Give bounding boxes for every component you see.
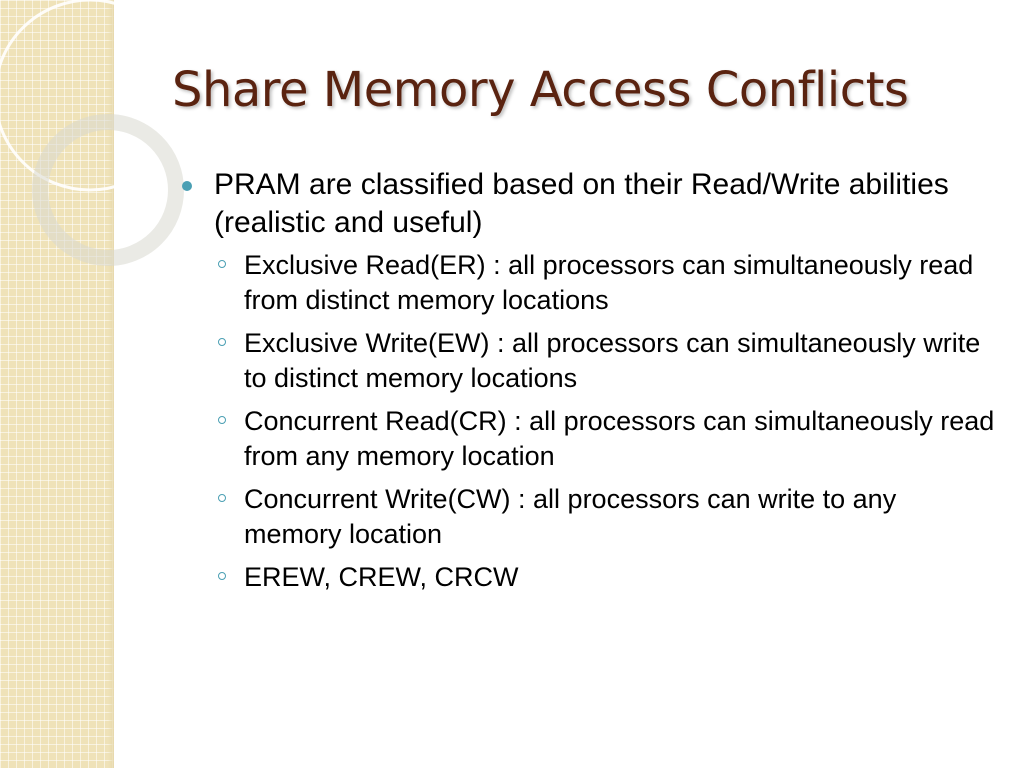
ring-bullet-icon	[218, 494, 226, 502]
sub-bullet-item: Concurrent Read(CR) : all processors can…	[180, 404, 1000, 474]
sub-bullet-text: EREW, CREW, CRCW	[244, 562, 519, 592]
sub-bullet-text: Concurrent Read(CR) : all processors can…	[244, 406, 995, 471]
ring-bullet-icon	[218, 338, 226, 346]
bullet-list: PRAM are classified based on their Read/…	[180, 166, 1000, 603]
sub-bullet-text: Exclusive Read(ER) : all processors can …	[244, 250, 974, 315]
sub-bullet-item: EREW, CREW, CRCW	[180, 560, 1000, 595]
slide-title: Share Memory Access Conflicts	[172, 62, 909, 118]
ring-bullet-icon	[218, 572, 226, 580]
ring-bullet-icon	[218, 416, 226, 424]
sub-bullet-text: Exclusive Write(EW) : all processors can…	[244, 328, 981, 393]
bullet-item: PRAM are classified based on their Read/…	[180, 166, 1000, 242]
bullet-text: PRAM are classified based on their Read/…	[214, 168, 949, 239]
sub-bullet-item: Exclusive Read(ER) : all processors can …	[180, 248, 1000, 318]
decorative-rings	[0, 0, 187, 266]
sub-bullet-text: Concurrent Write(CW) : all processors ca…	[244, 484, 897, 549]
sub-bullet-item: Exclusive Write(EW) : all processors can…	[180, 326, 1000, 396]
sub-bullet-item: Concurrent Write(CW) : all processors ca…	[180, 482, 1000, 552]
strip-edge	[108, 0, 114, 768]
ring-bullet-icon	[218, 260, 226, 268]
filled-bullet-icon	[182, 181, 192, 191]
